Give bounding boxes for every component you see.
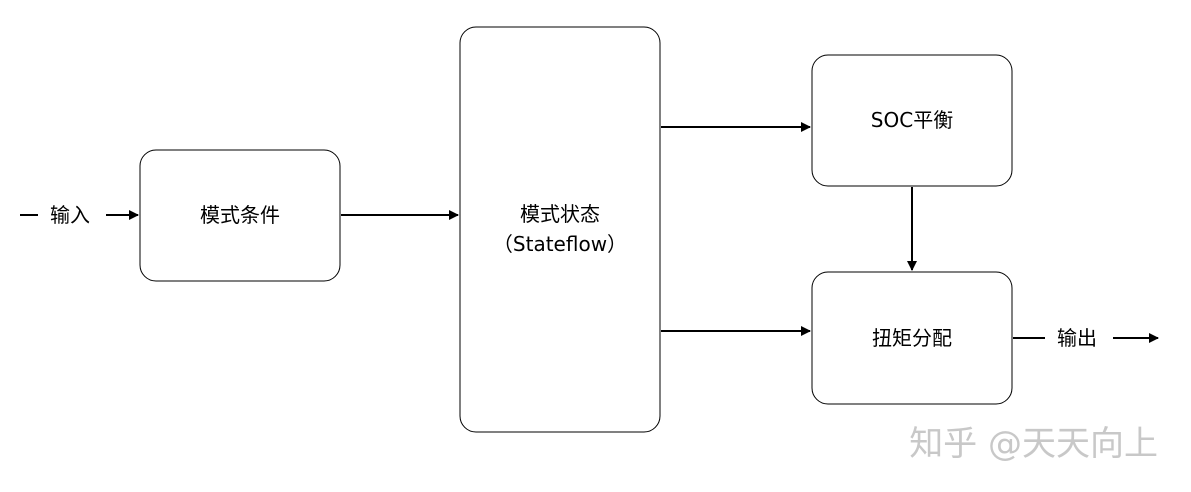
mode-condition-label: 模式条件 (200, 203, 280, 227)
torque-distribution-label: 扭矩分配 (872, 326, 952, 350)
mode-state-sublabel: （Stateflow） (493, 232, 627, 256)
output-label: 输出 (1057, 326, 1097, 350)
watermark-text: 知乎 @天天向上 (909, 424, 1158, 464)
torque-distribution-box (811, 271, 1013, 405)
mode-state-box (459, 26, 661, 433)
soc-balance-label: SOC平衡 (871, 108, 953, 132)
soc-balance-box (811, 54, 1013, 187)
mode-state-label: 模式状态 (520, 202, 600, 226)
mode-condition-box (139, 149, 341, 282)
input-label: 输入 (50, 203, 90, 227)
